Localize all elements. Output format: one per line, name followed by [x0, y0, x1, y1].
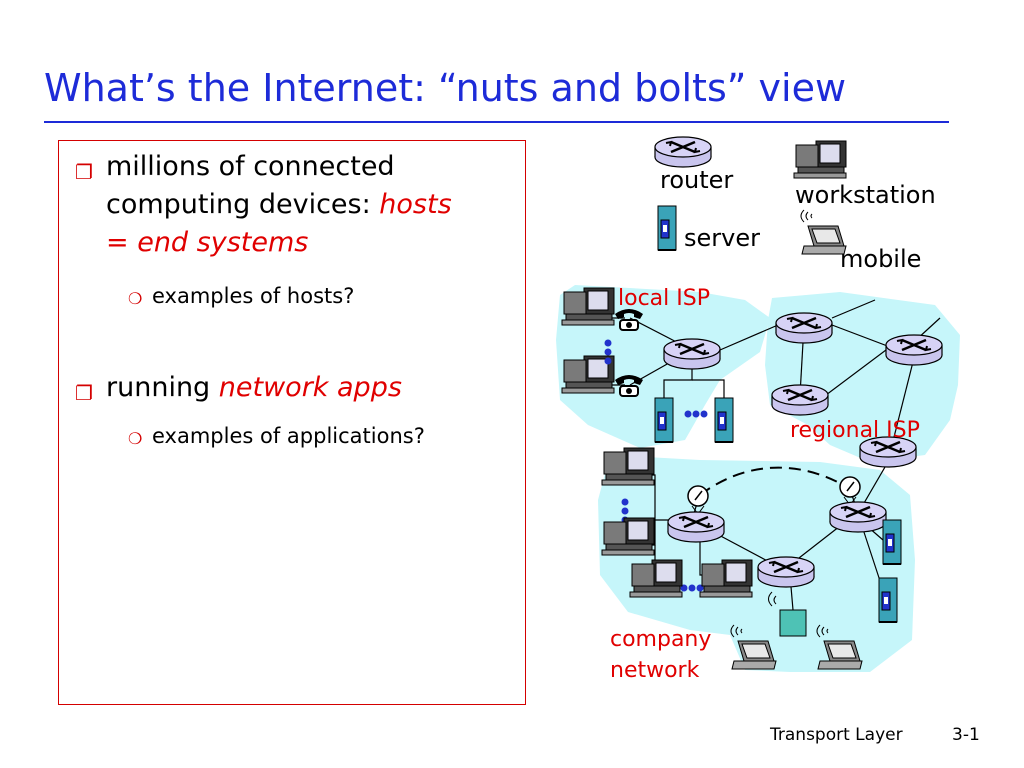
- bullet-1-line1: millions of connected: [106, 151, 395, 182]
- legend-mobile: mobile: [840, 245, 922, 273]
- wireless-waves-icon: [768, 591, 777, 607]
- router-icon: [662, 337, 722, 371]
- workstation-icon: [699, 559, 753, 598]
- bullet-1-text: computing devices:: [106, 189, 380, 220]
- slide-title: What’s the Internet: “nuts and bolts” vi…: [44, 66, 847, 110]
- bullet-1: millions of connected computing devices:…: [106, 148, 521, 262]
- content-box: [58, 140, 526, 705]
- router-icon: [666, 510, 726, 544]
- company-network-label-line1: company: [610, 627, 712, 652]
- bullet-1-end-systems: = end systems: [106, 227, 309, 258]
- bullet-2-network-apps: network apps: [218, 372, 402, 403]
- router-icon: [756, 555, 816, 589]
- local-isp-label: local ISP: [618, 286, 710, 311]
- footer-section: Transport Layer: [770, 725, 903, 745]
- workstation-icon: [601, 447, 655, 486]
- legend-workstation: workstation: [795, 181, 936, 209]
- bullet-marker-2: ❐: [75, 381, 93, 405]
- router-icon: [774, 311, 834, 345]
- sub-bullet-2: examples of applications?: [152, 424, 425, 448]
- server-icon: [882, 519, 902, 565]
- title-underline: [44, 121, 949, 123]
- workstation-icon: [629, 559, 683, 598]
- bullet-1-hosts: hosts: [379, 189, 452, 220]
- sub-bullet-marker-2: ❍: [128, 429, 143, 448]
- server-icon: [657, 205, 677, 251]
- router-icon: [653, 135, 713, 169]
- router-icon: [828, 500, 888, 534]
- sub-bullet-marker-1: ❍: [128, 289, 143, 308]
- bullet-2-text: running: [106, 372, 219, 403]
- bullet-1-line2: computing devices: hosts: [106, 186, 521, 224]
- server-icon: [878, 577, 898, 623]
- workstation-icon: [601, 517, 655, 556]
- company-network-label-line2: network: [610, 658, 700, 683]
- server-icon: [714, 397, 734, 443]
- legend-server: server: [684, 224, 760, 252]
- server-icon: [654, 397, 674, 443]
- workstation-icon: [561, 287, 615, 326]
- wireless-link: [699, 466, 849, 496]
- regional-isp-label: regional ISP: [790, 418, 920, 443]
- bullet-2: running network apps: [106, 369, 402, 407]
- router-icon: [770, 383, 830, 417]
- sub-bullet-1: examples of hosts?: [152, 284, 355, 308]
- workstation-icon: [793, 140, 847, 179]
- access-point-icon: [779, 609, 807, 637]
- router-icon: [884, 333, 944, 367]
- bullet-marker-1: ❐: [75, 160, 93, 184]
- legend-router: router: [660, 166, 734, 194]
- footer-slide-number: 3-1: [952, 725, 980, 745]
